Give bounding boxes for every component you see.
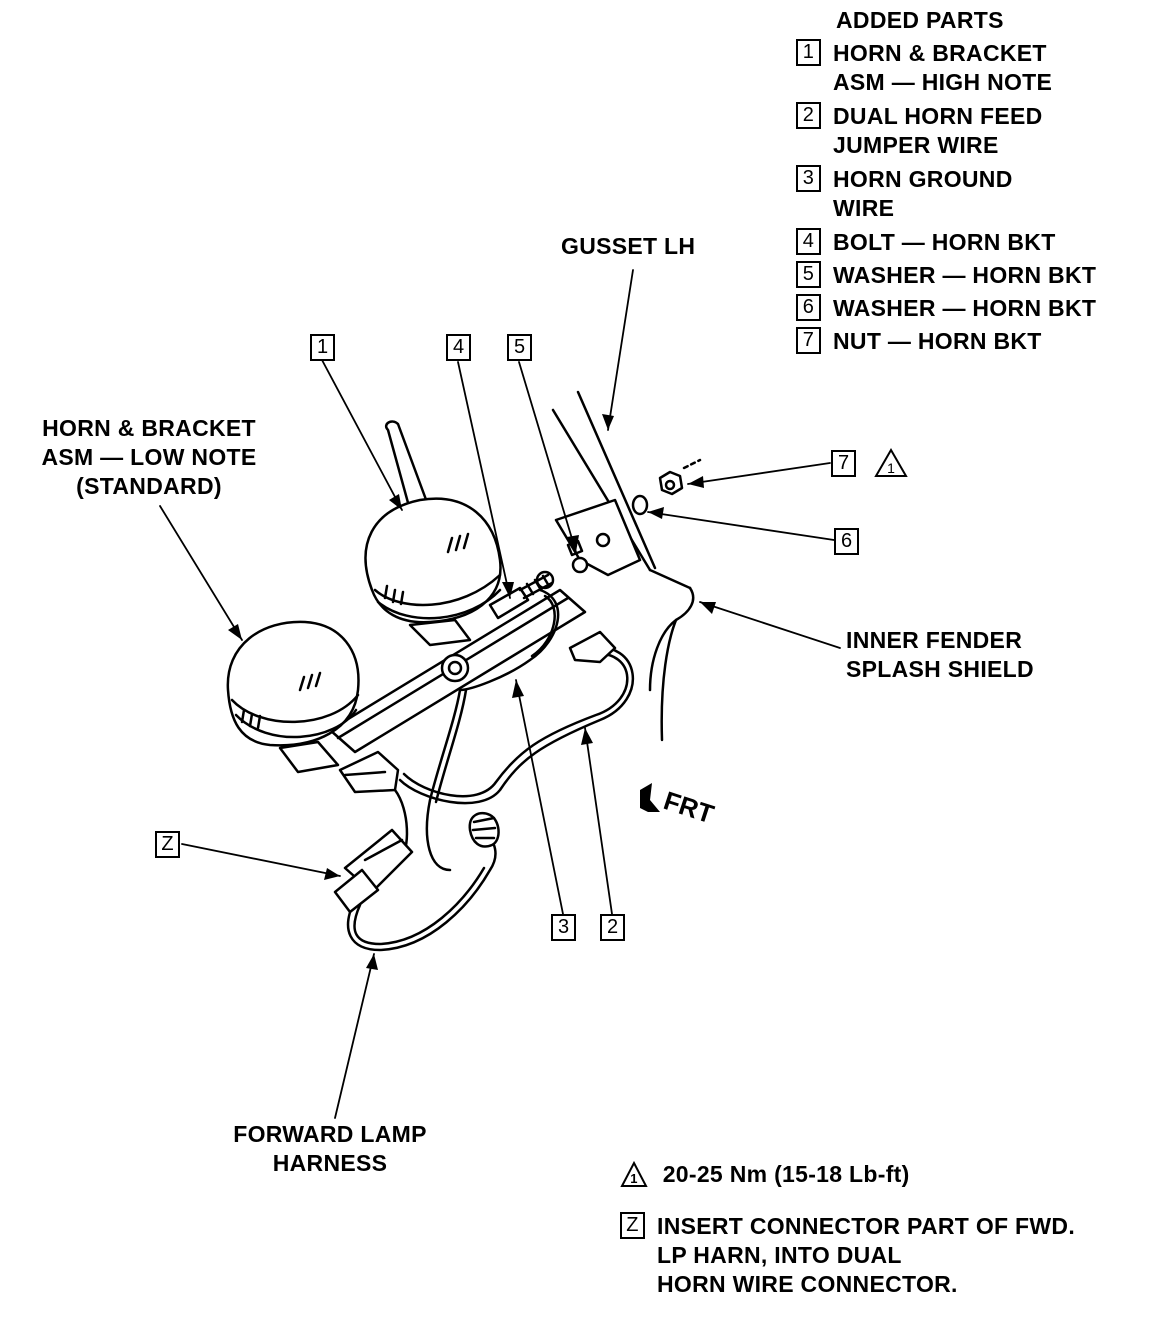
legend-item-number: 5: [796, 261, 821, 288]
callout-z: Z: [155, 831, 180, 858]
high-note-horn: [364, 420, 502, 647]
inner-fender-label: INNER FENDER SPLASH SHIELD: [846, 627, 1034, 682]
legend-item: 3 HORN GROUND WIRE: [796, 165, 1013, 223]
svg-text:1: 1: [887, 460, 895, 476]
horn-wire-connector: [338, 750, 400, 794]
legend-item: 2 DUAL HORN FEED JUMPER WIRE: [796, 102, 1043, 160]
legend-item-text: WIRE: [833, 195, 895, 221]
legend-item-text: WASHER — HORN BKT: [833, 262, 1097, 288]
gusset-lh-label: GUSSET LH: [561, 233, 696, 259]
leader-lines: [159, 269, 841, 1119]
low-note-horn: [226, 620, 360, 774]
legend-item-text: HORN GROUND: [833, 166, 1013, 192]
svg-text:1: 1: [630, 1171, 638, 1186]
legend-item-text: HORN & BRACKET: [833, 40, 1047, 66]
legend-item: 5 WASHER — HORN BKT: [796, 261, 1096, 290]
legend-item-number: 1: [796, 39, 821, 66]
torque-note-triangle-icon: 1: [620, 1160, 648, 1187]
legend-item-number: 2: [796, 102, 821, 129]
low-note-horn-label: HORN & BRACKET ASM — LOW NOTE (STANDARD): [41, 415, 257, 499]
callout-7: 7: [831, 450, 856, 477]
legend-item-text: ASM — HIGH NOTE: [833, 69, 1053, 95]
legend-item: 1 HORN & BRACKET ASM — HIGH NOTE: [796, 39, 1052, 97]
front-direction-arrow: FRT: [640, 783, 718, 829]
legend-item-text: DUAL HORN FEED: [833, 103, 1043, 129]
legend-item: 6 WASHER — HORN BKT: [796, 294, 1096, 323]
callout-5: 5: [507, 334, 532, 361]
dual-horn-feed-wire: [398, 646, 635, 805]
ground-wire-eyelet: [440, 570, 555, 683]
added-parts-title: ADDED PARTS: [836, 7, 1004, 33]
z-note: Z INSERT CONNECTOR PART OF FWD. LP HARN,…: [620, 1212, 1075, 1299]
horn-ground-wire: [425, 588, 560, 872]
frt-label: FRT: [660, 785, 717, 829]
torque-warning-triangle: 1: [874, 447, 908, 477]
legend-item-number: 4: [796, 228, 821, 255]
callout-2: 2: [600, 914, 625, 941]
arrowheads: [228, 414, 716, 970]
z-note-mark: Z: [620, 1212, 645, 1239]
legend-item-number: 7: [796, 327, 821, 354]
nut-and-washer: [631, 458, 702, 516]
legend-item: 7 NUT — HORN BKT: [796, 327, 1042, 356]
legend-item-text: BOLT — HORN BKT: [833, 229, 1056, 255]
legend-item-number: 6: [796, 294, 821, 321]
fwd-lp-harness-connector: [333, 828, 414, 914]
forward-lamp-harness-label: FORWARD LAMP HARNESS: [233, 1121, 427, 1176]
legend-item-text: WASHER — HORN BKT: [833, 295, 1097, 321]
jumper-wire-connector: [568, 630, 617, 664]
torque-note: 1 20-25 Nm (15-18 Lb-ft): [620, 1160, 910, 1189]
callout-4: 4: [446, 334, 471, 361]
callout-6: 6: [834, 528, 859, 555]
callout-3: 3: [551, 914, 576, 941]
callout-1: 1: [310, 334, 335, 361]
legend-item-text: NUT — HORN BKT: [833, 328, 1042, 354]
wire-coil-grommet: [468, 811, 500, 848]
legend-item-text: JUMPER WIRE: [833, 132, 999, 158]
legend-item: 4 BOLT — HORN BKT: [796, 228, 1056, 257]
legend-item-number: 3: [796, 165, 821, 192]
